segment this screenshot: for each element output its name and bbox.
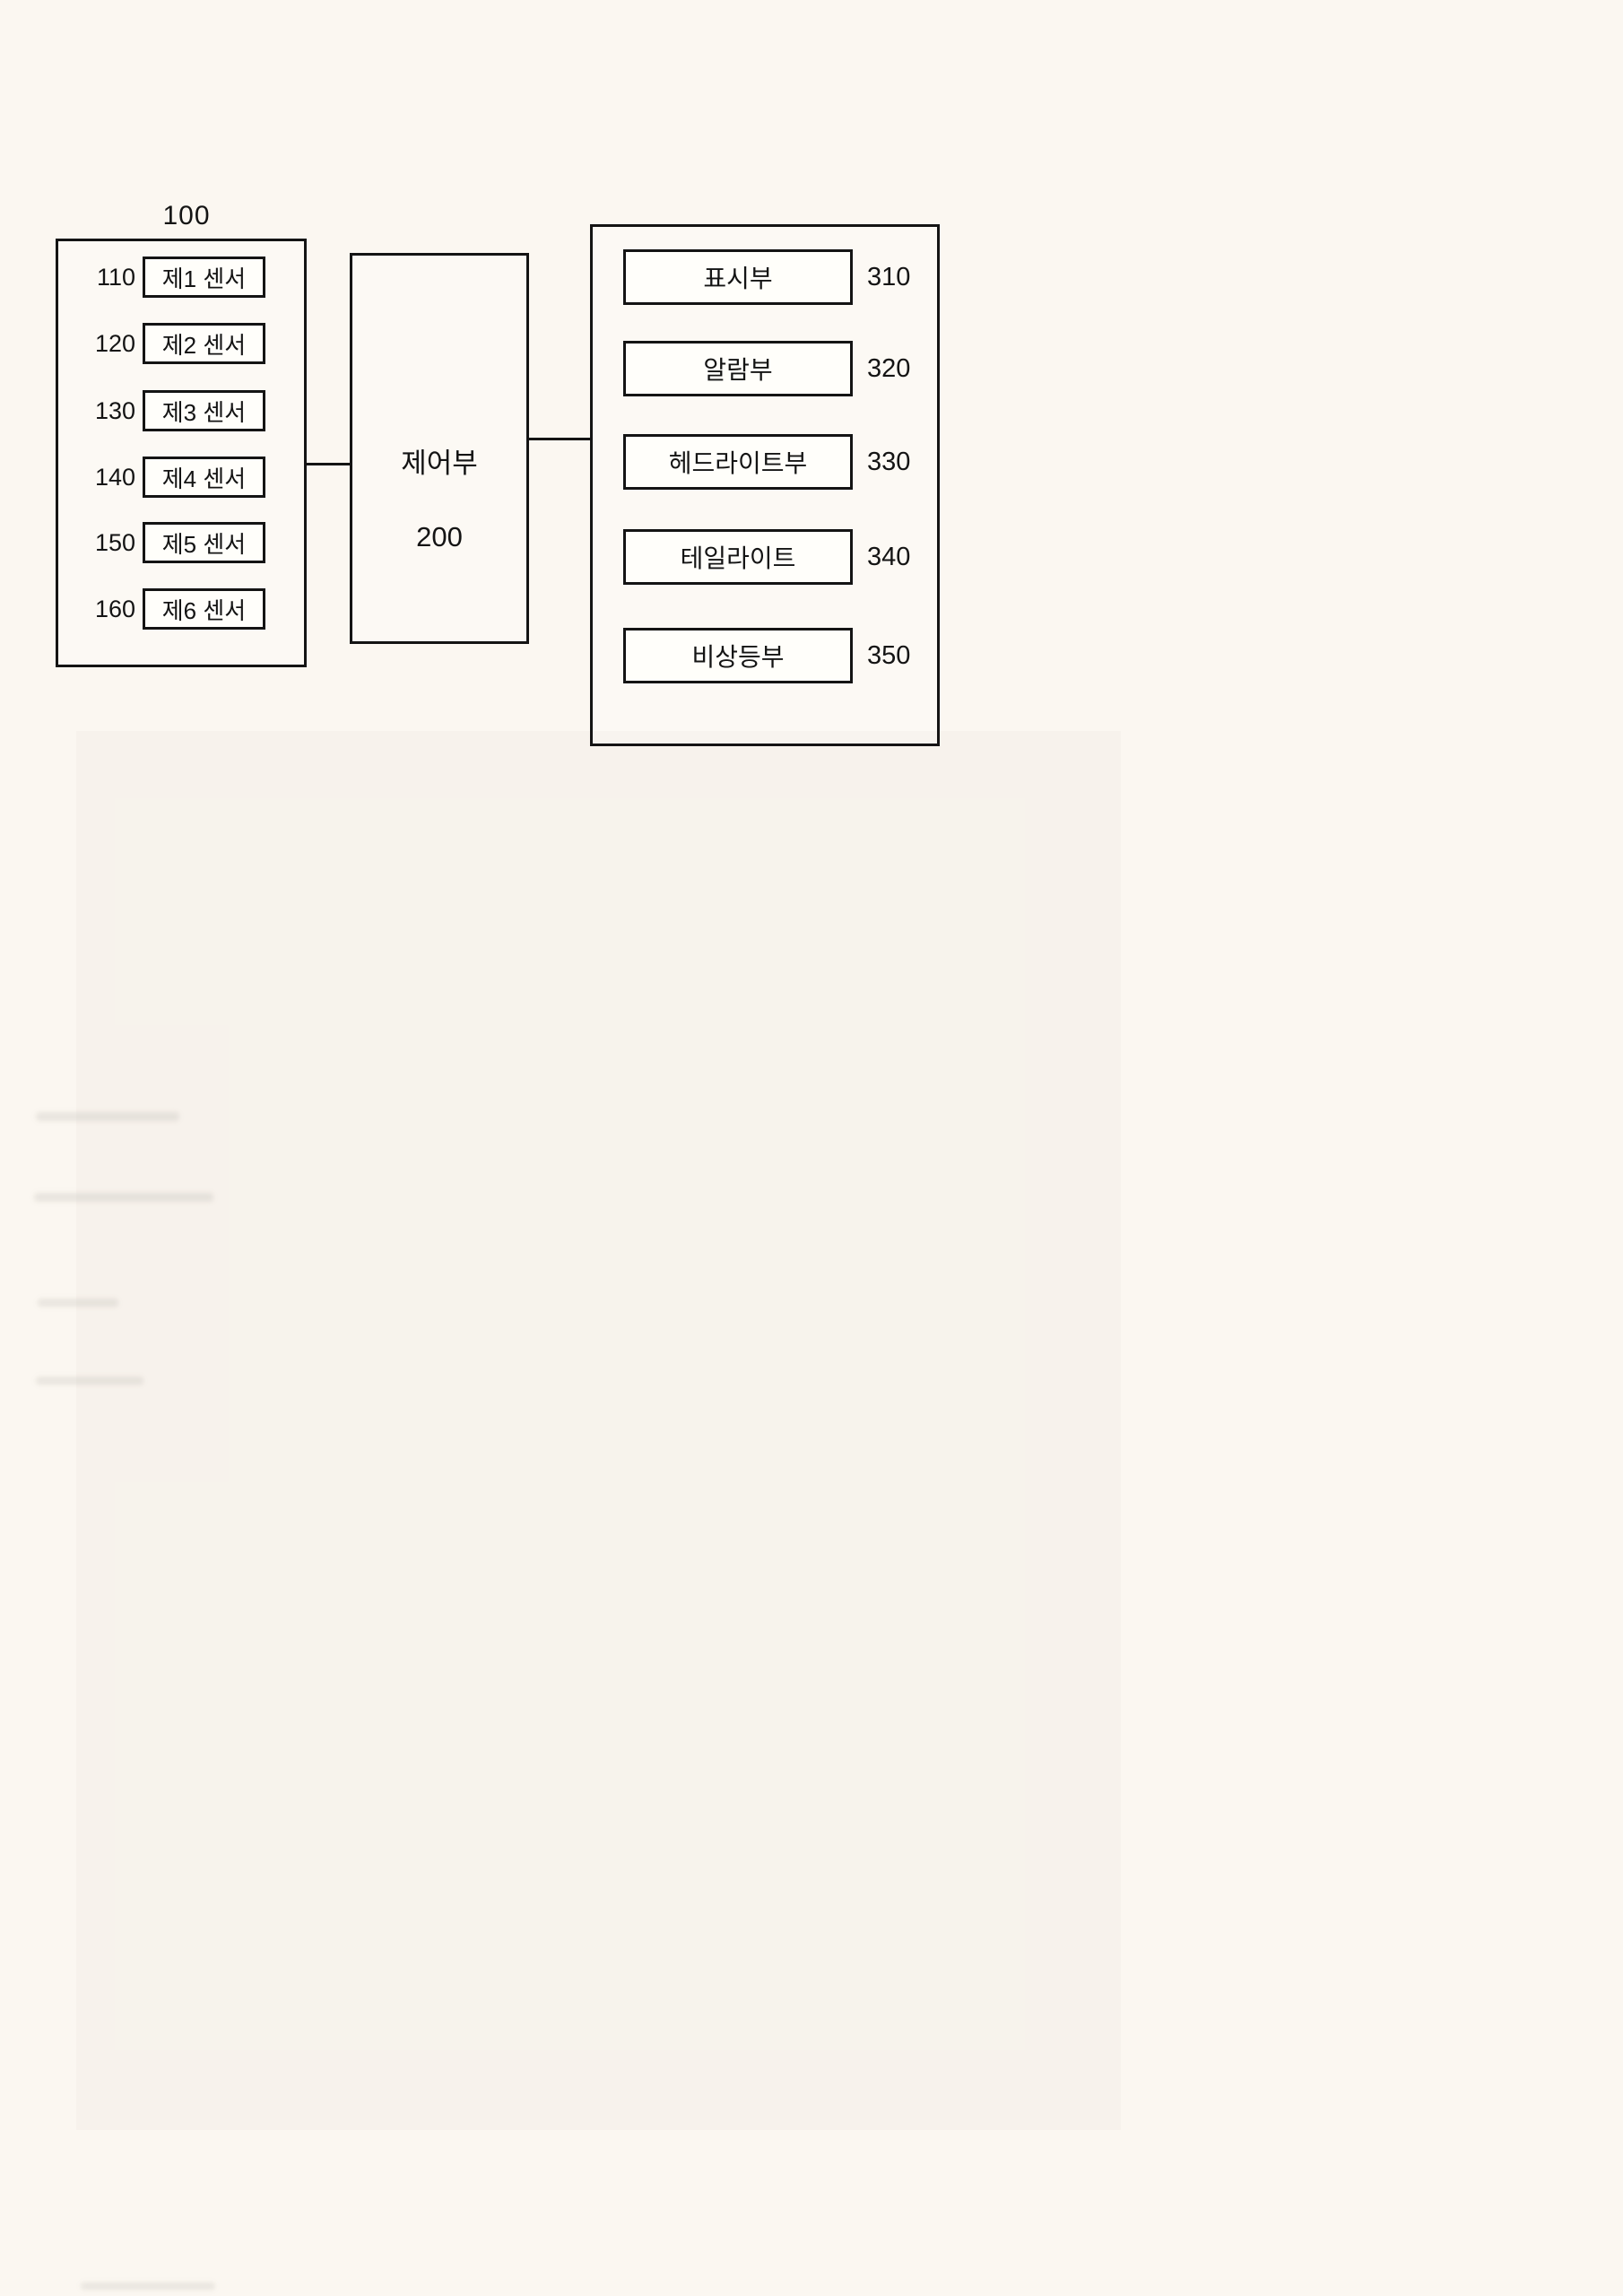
controller-ref: 200 [416, 521, 463, 552]
connector-controller-outputs [529, 438, 590, 440]
sensor-row-2: 120 제2 센서 [58, 322, 304, 365]
sensor-row-5: 150 제5 센서 [58, 521, 304, 564]
unit-row-headlight: 헤드라이트부 330 [623, 434, 910, 490]
sensor-box-6: 제6 센서 [143, 588, 265, 630]
controller-label: 제어부 [401, 448, 478, 479]
taillight-unit-label: 테일라이트 [680, 544, 796, 572]
alarm-unit-label: 알람부 [703, 356, 773, 384]
sensor-ref-120: 120 [94, 329, 135, 357]
sensor-box-4: 제4 센서 [143, 457, 265, 498]
scan-artifact-smudge [36, 1112, 179, 1121]
unit-row-alarm: 알람부 320 [623, 341, 910, 396]
sensor-ref-130: 130 [94, 396, 135, 424]
sensor-row-6: 160 제6 센서 [58, 587, 304, 631]
taillight-unit-box: 테일라이트 [623, 529, 853, 585]
sensor-ref-140: 140 [94, 463, 135, 491]
sensor-label-6: 제6 센서 [161, 596, 247, 624]
controller-box: 제어부 200 [350, 253, 529, 644]
sensor-label-5: 제5 센서 [161, 530, 247, 558]
emergency-unit-label: 비상등부 [691, 643, 785, 671]
scan-artifact-wash [76, 731, 1121, 2130]
sensor-box-5: 제5 센서 [143, 522, 265, 563]
emergency-unit-ref: 350 [867, 640, 911, 670]
unit-row-display: 표시부 310 [623, 249, 910, 305]
scan-artifact-smudge [38, 1299, 118, 1307]
sensor-row-4: 140 제4 센서 [58, 456, 304, 499]
headlight-unit-ref: 330 [867, 447, 911, 476]
display-unit-box: 표시부 [623, 249, 853, 305]
sensor-row-3: 130 제3 센서 [58, 389, 304, 432]
sensor-ref-110: 110 [96, 263, 135, 291]
sensor-ref-150: 150 [94, 528, 135, 556]
sensor-group-ref: 100 [162, 201, 211, 230]
sensor-label-3: 제3 센서 [161, 398, 247, 426]
connector-sensors-controller [307, 463, 350, 465]
alarm-unit-box: 알람부 [623, 341, 853, 396]
unit-row-taillight: 테일라이트 340 [623, 529, 910, 585]
scan-artifact-smudge [34, 1193, 213, 1202]
display-unit-ref: 310 [867, 262, 911, 291]
output-group-box: 표시부 310 알람부 320 헤드라이트부 330 테일라이트 340 비상등… [590, 224, 940, 746]
emergency-unit-box: 비상등부 [623, 628, 853, 683]
sensor-ref-160: 160 [94, 595, 135, 622]
sensor-label-1: 제1 센서 [161, 265, 247, 292]
taillight-unit-ref: 340 [867, 542, 911, 571]
sensor-group-box: 110 제1 센서 120 제2 센서 130 제3 센서 140 제4 센서 … [56, 239, 307, 667]
sensor-label-4: 제4 센서 [161, 465, 247, 492]
unit-row-emergency: 비상등부 350 [623, 628, 910, 683]
sensor-label-2: 제2 센서 [161, 331, 247, 359]
sensor-row-1: 110 제1 센서 [58, 256, 304, 299]
headlight-unit-label: 헤드라이트부 [668, 449, 808, 477]
scan-artifact-smudge [81, 2283, 215, 2290]
display-unit-label: 표시부 [703, 265, 773, 292]
sensor-box-3: 제3 센서 [143, 390, 265, 431]
sensor-box-2: 제2 센서 [143, 323, 265, 364]
headlight-unit-box: 헤드라이트부 [623, 434, 853, 490]
scan-artifact-smudge [36, 1377, 143, 1385]
sensor-box-1: 제1 센서 [143, 257, 265, 298]
alarm-unit-ref: 320 [867, 353, 911, 383]
